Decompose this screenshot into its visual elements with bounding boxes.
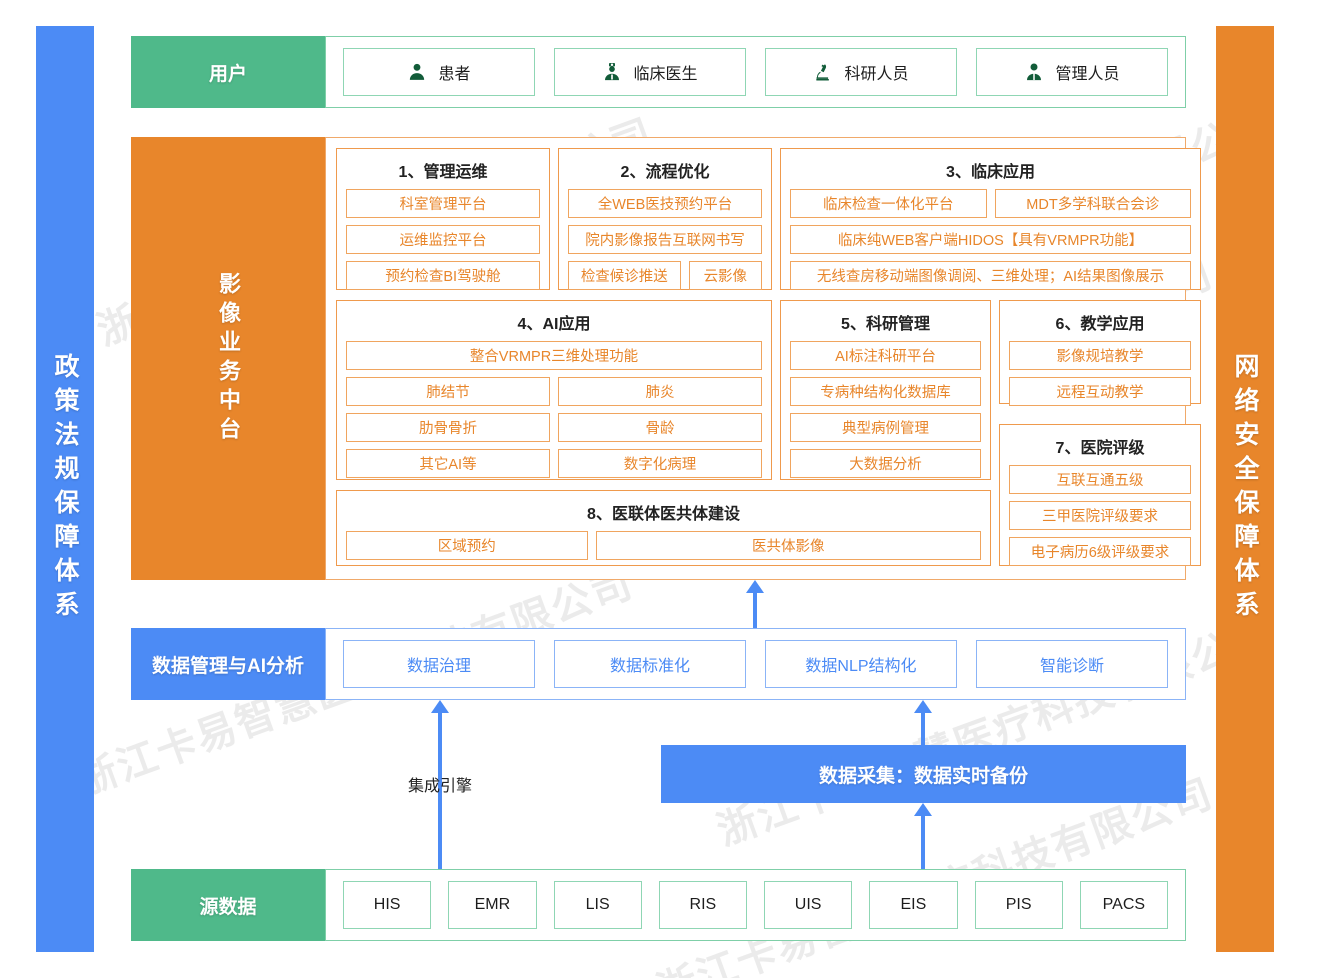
network-security-pillar-label: 网络安全保障体系 (1231, 353, 1259, 625)
imaging-platform-band: 影像业务中台 1、管理运维 科室管理平台 运维监控平台 预约检查BI驾驶舱 2、… (131, 137, 1201, 580)
data-card-governance[interactable]: 数据治理 (343, 640, 535, 688)
group-title: 6、教学应用 (1055, 316, 1145, 333)
data-management-band: 数据管理与AI分析 数据治理 数据标准化 数据NLP结构化 智能诊断 (131, 628, 1186, 700)
user-card-label: 管理人员 (1055, 66, 1120, 83)
group-hospital-rating: 7、医院评级 互联互通五级 三甲医院评级要求 电子病历6级评级要求 (999, 424, 1201, 566)
group-item[interactable]: MDT多学科联合会诊 (994, 189, 1191, 218)
group-item[interactable]: 大数据分析 (790, 449, 981, 478)
group-item[interactable]: 骨龄 (558, 413, 762, 442)
connector-collect-to-data (921, 712, 925, 745)
group-clinical-application: 3、临床应用 临床检查一体化平台 MDT多学科联合会诊 临床纯WEB客户端HID… (780, 148, 1201, 290)
data-card-standardize[interactable]: 数据标准化 (554, 640, 746, 688)
source-data-card-list: HIS EMR LIS RIS UIS EIS PIS PACS (325, 869, 1186, 941)
group-ai-application: 4、AI应用 整合VRMPR三维处理功能 肺结节 肺炎 肋骨骨折 骨龄 其它AI… (336, 300, 772, 480)
arrow-collect-to-data (914, 700, 932, 713)
user-card-clinician[interactable]: 临床医生 (554, 48, 746, 96)
group-item[interactable]: 远程互动教学 (1009, 377, 1191, 406)
user-band: 用户 患者 临床医生 科研人员 (131, 36, 1186, 108)
user-card-researcher[interactable]: 科研人员 (765, 48, 957, 96)
group-item[interactable]: 三甲医院评级要求 (1009, 501, 1191, 530)
group-item[interactable]: 临床检查一体化平台 (790, 189, 987, 218)
group-title: 3、临床应用 (946, 164, 1035, 181)
connector-engine-vertical (438, 712, 442, 869)
group-item[interactable]: AI标注科研平台 (790, 341, 981, 370)
user-band-label: 用户 (131, 36, 325, 108)
group-process-optimization: 2、流程优化 全WEB医技预约平台 院内影像报告互联网书写 检查候诊推送 云影像 (558, 148, 772, 290)
source-card-pis[interactable]: PIS (974, 881, 1063, 929)
source-card-eis[interactable]: EIS (869, 881, 958, 929)
group-item[interactable]: 临床纯WEB客户端HIDOS【具有VRMPR功能】 (790, 225, 1191, 254)
connector-source-to-collect (921, 815, 925, 869)
group-item[interactable]: 科室管理平台 (346, 189, 540, 218)
data-card-smart-diag[interactable]: 智能诊断 (976, 640, 1168, 688)
group-item[interactable]: 整合VRMPR三维处理功能 (346, 341, 762, 370)
source-card-lis[interactable]: LIS (553, 881, 642, 929)
group-management-ops: 1、管理运维 科室管理平台 运维监控平台 预约检查BI驾驶舱 (336, 148, 550, 290)
group-item[interactable]: 专病种结构化数据库 (790, 377, 981, 406)
group-title: 4、AI应用 (517, 316, 591, 333)
group-title: 2、流程优化 (620, 164, 710, 181)
group-item[interactable]: 运维监控平台 (346, 225, 540, 254)
user-card-patient[interactable]: 患者 (343, 48, 535, 96)
connector-data-to-platform (753, 590, 757, 628)
group-item[interactable]: 医共体影像 (595, 531, 981, 560)
group-item[interactable]: 互联互通五级 (1009, 465, 1191, 494)
source-card-uis[interactable]: UIS (764, 881, 853, 929)
group-item[interactable]: 典型病例管理 (790, 413, 981, 442)
user-card-label: 临床医生 (633, 66, 698, 83)
group-title: 1、管理运维 (398, 164, 488, 181)
group-title: 8、医联体医共体建设 (587, 506, 740, 523)
data-management-card-list: 数据治理 数据标准化 数据NLP结构化 智能诊断 (325, 628, 1186, 700)
group-item[interactable]: 无线查房移动端图像调阅、三维处理；AI结果图像展示 (790, 261, 1191, 290)
group-item[interactable]: 数字化病理 (558, 449, 762, 478)
user-card-label: 患者 (438, 66, 471, 83)
user-card-administrator[interactable]: 管理人员 (976, 48, 1168, 96)
network-security-pillar: 网络安全保障体系 (1216, 26, 1274, 952)
source-card-ris[interactable]: RIS (658, 881, 747, 929)
doctor-icon (602, 62, 622, 82)
user-card-list: 患者 临床医生 科研人员 管理人员 (325, 36, 1186, 108)
imaging-platform-groups: 1、管理运维 科室管理平台 运维监控平台 预约检查BI驾驶舱 2、流程优化 全W… (325, 137, 1201, 580)
policy-regulation-pillar-label: 政策法规保障体系 (51, 353, 79, 625)
data-management-label: 数据管理与AI分析 (131, 628, 325, 700)
policy-regulation-pillar: 政策法规保障体系 (36, 26, 94, 952)
group-item[interactable]: 检查候诊推送 (568, 261, 681, 290)
imaging-platform-label: 影像业务中台 (131, 137, 325, 580)
group-item[interactable]: 区域预约 (346, 531, 588, 560)
group-title: 7、医院评级 (1055, 440, 1145, 457)
source-card-his[interactable]: HIS (343, 881, 432, 929)
patient-icon (407, 62, 427, 82)
group-item[interactable]: 肋骨骨折 (346, 413, 550, 442)
source-data-band: 源数据 HIS EMR LIS RIS UIS EIS PIS PACS (131, 869, 1186, 941)
group-item[interactable]: 肺炎 (558, 377, 762, 406)
data-collection-box: 数据采集：数据实时备份 (661, 745, 1186, 803)
arrow-engine-to-data (431, 700, 449, 713)
group-teaching-application: 6、教学应用 影像规培教学 远程互动教学 (999, 300, 1201, 406)
group-item[interactable]: 其它AI等 (346, 449, 550, 478)
arrow-source-to-collect (914, 803, 932, 816)
manager-icon (1024, 62, 1044, 82)
group-item[interactable]: 电子病历6级评级要求 (1009, 537, 1191, 566)
source-card-pacs[interactable]: PACS (1079, 881, 1168, 929)
group-medical-alliance: 8、医联体医共体建设 区域预约 医共体影像 (336, 490, 991, 566)
group-item[interactable]: 影像规培教学 (1009, 341, 1191, 370)
group-research-management: 5、科研管理 AI标注科研平台 专病种结构化数据库 典型病例管理 大数据分析 (780, 300, 991, 480)
arrow-data-to-platform (746, 580, 764, 593)
group-item[interactable]: 云影像 (688, 261, 762, 290)
user-card-label: 科研人员 (844, 66, 909, 83)
integration-engine-label: 集成引擎 (407, 778, 472, 795)
group-item[interactable]: 院内影像报告互联网书写 (568, 225, 762, 254)
group-item[interactable]: 全WEB医技预约平台 (568, 189, 762, 218)
data-card-nlp[interactable]: 数据NLP结构化 (765, 640, 957, 688)
group-item[interactable]: 肺结节 (346, 377, 550, 406)
source-card-emr[interactable]: EMR (448, 881, 537, 929)
imaging-platform-label-text: 影像业务中台 (216, 271, 241, 446)
group-title: 5、科研管理 (841, 316, 930, 333)
source-data-label: 源数据 (131, 869, 325, 941)
microscope-icon (813, 62, 833, 82)
group-item[interactable]: 预约检查BI驾驶舱 (346, 261, 540, 290)
